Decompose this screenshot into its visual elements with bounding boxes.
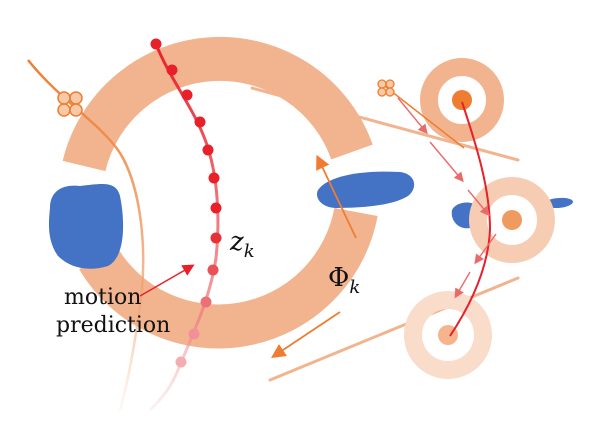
motion-label-line1: motion [64, 285, 141, 310]
z-k-subscript: k [244, 241, 255, 262]
motion-label-line2: prediction [56, 313, 170, 338]
small-ring-top [420, 58, 504, 142]
trajectory-point [210, 232, 222, 244]
trajectory-point [194, 116, 206, 128]
phi-k-subscript: k [349, 277, 360, 298]
red-trajectory [148, 43, 220, 412]
right-pink-arrows [397, 97, 497, 299]
ring-center-dot [452, 90, 472, 110]
phi-arrow-down [271, 311, 341, 358]
right-red-trajectory [449, 101, 492, 337]
trajectory-point [200, 296, 212, 308]
ring-center-dot [502, 210, 522, 230]
blob-left [48, 184, 124, 269]
pink-arrow [454, 271, 471, 299]
z-k-label: zk [229, 227, 255, 262]
trajectory-point [175, 356, 187, 368]
trajectory-point [202, 144, 214, 156]
right-orange-line [381, 83, 465, 149]
trajectory-point [208, 172, 220, 184]
blob-middle [316, 171, 415, 208]
flower-icon-left [57, 91, 83, 117]
trajectory-point [166, 64, 178, 76]
connector-line-bottom [268, 276, 520, 382]
trajectory-point [150, 38, 162, 50]
pink-arrow [467, 189, 490, 217]
small-ring-bottom [404, 291, 492, 379]
trajectory-points [150, 38, 222, 368]
phi-k-label: Φk [328, 263, 360, 298]
pink-arrow [429, 141, 464, 183]
trajectory-point [207, 264, 219, 276]
flower-icon-right [377, 79, 395, 97]
trajectory-point [188, 328, 200, 340]
motion-prediction-arrow [139, 264, 195, 297]
z-k-base: z [229, 227, 244, 257]
pink-arrow [397, 97, 428, 135]
big-ring [62, 36, 378, 349]
phi-k-base: Φ [328, 263, 349, 293]
phi-arrow-up [316, 154, 357, 239]
pink-arrow [474, 233, 497, 265]
trajectory-point [210, 202, 222, 214]
trajectory-point [181, 89, 193, 101]
small-ring-middle [469, 177, 555, 263]
